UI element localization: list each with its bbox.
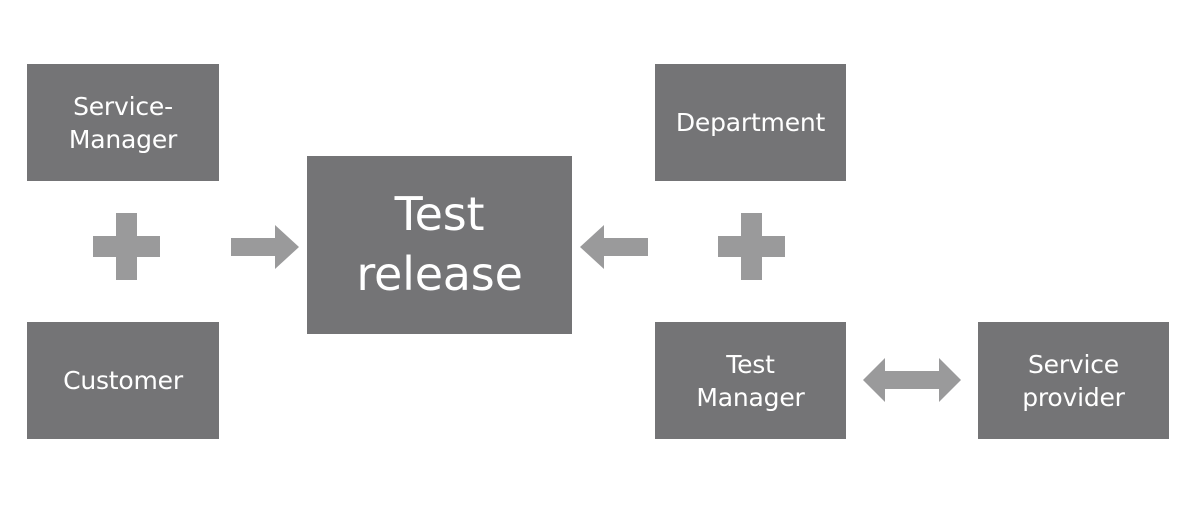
plus-icon [718, 213, 785, 280]
department-label: Department [675, 108, 826, 137]
test-manager-label: Test Manager [696, 349, 805, 412]
service-manager-label: Service- Manager [68, 91, 178, 154]
customer-label: Customer [63, 366, 183, 395]
service-provider-box: Service provider [978, 322, 1169, 439]
arrow-left-icon [580, 225, 648, 269]
plus-icon [93, 213, 160, 280]
department-box: Department [655, 64, 846, 181]
customer-box: Customer [27, 322, 219, 439]
arrow-right-icon [231, 225, 299, 269]
double-arrow-icon [863, 358, 961, 402]
test-manager-box: Test Manager [655, 322, 846, 439]
test-release-label: Test release [356, 187, 523, 301]
service-manager-box: Service- Manager [27, 64, 219, 181]
test-release-box: Test release [307, 156, 572, 334]
service-provider-label: Service provider [1022, 349, 1125, 412]
